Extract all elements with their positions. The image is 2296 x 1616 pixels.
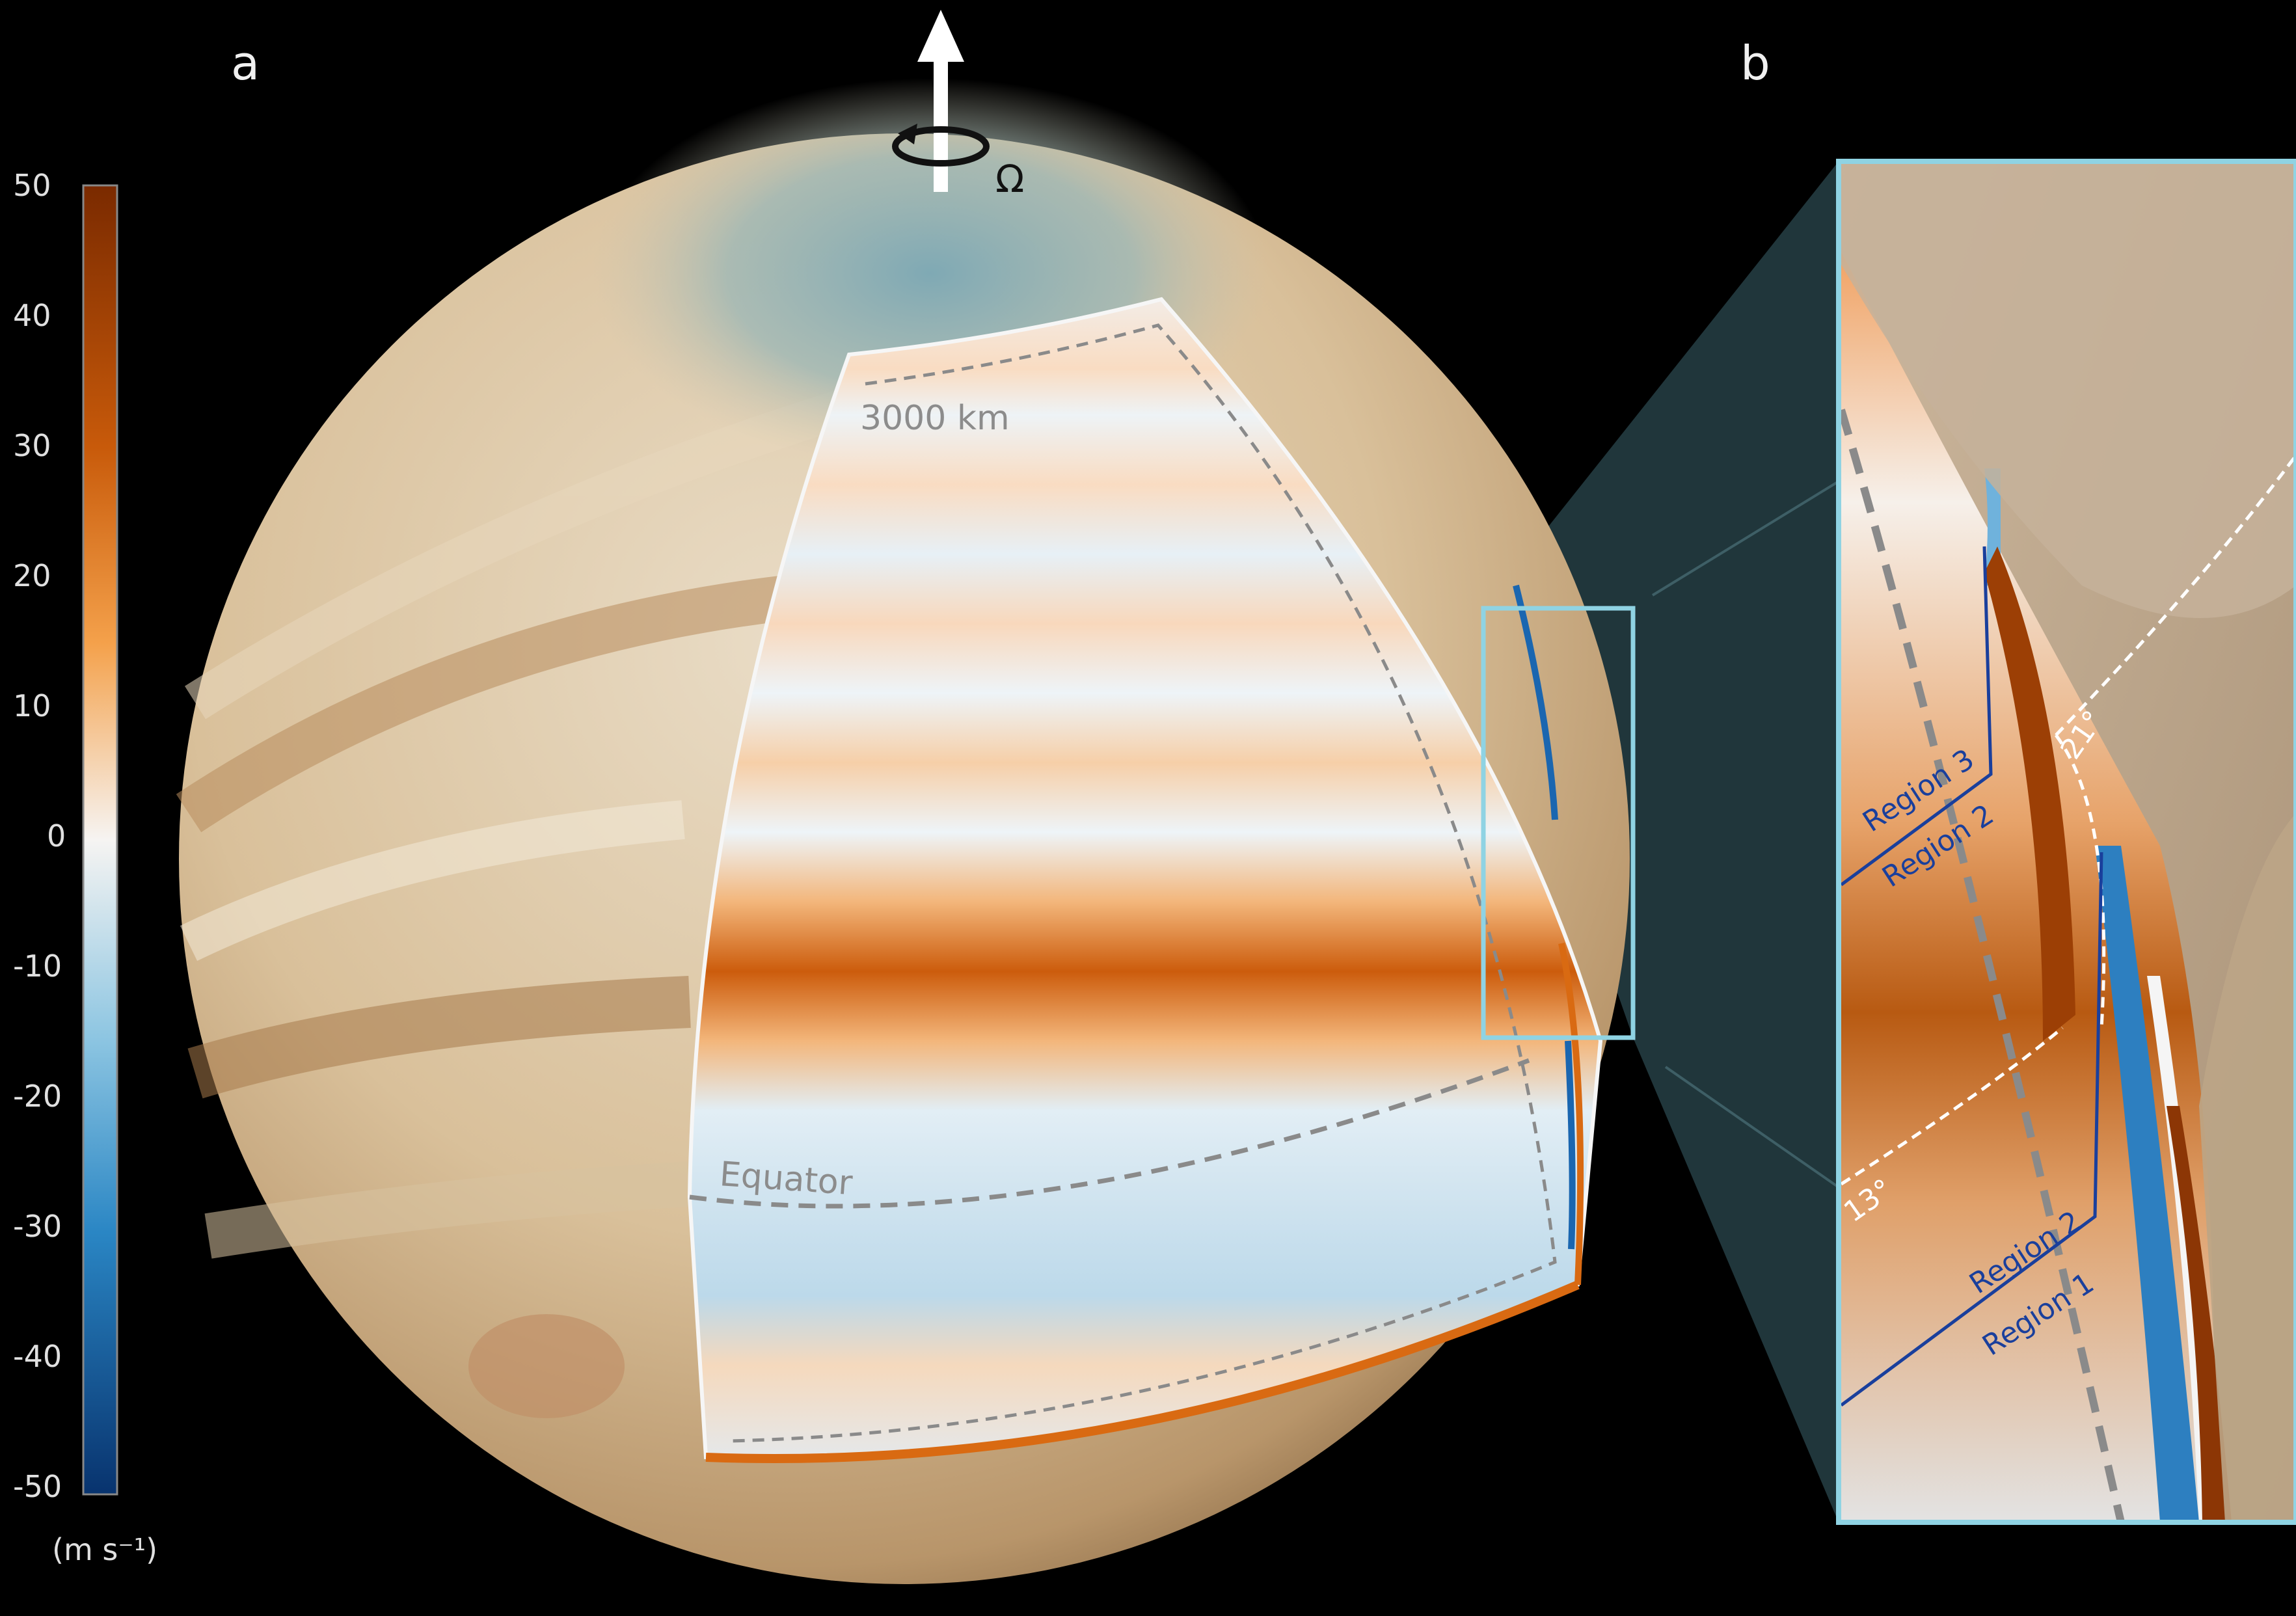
- colorbar-tick: 30: [13, 428, 51, 463]
- panel-label-b: b: [1740, 36, 1770, 90]
- colorbar-units: (m s⁻¹): [52, 1532, 158, 1567]
- colorbar-tick: 10: [13, 688, 51, 723]
- rotation-symbol: Ω: [995, 157, 1024, 201]
- colorbar-tick: 40: [13, 298, 51, 333]
- zoom-connector: [1483, 161, 1839, 1522]
- colorbar-tick: -10: [13, 949, 62, 984]
- colorbar-tick: 20: [13, 558, 51, 593]
- colorbar-tick: 0: [47, 818, 66, 854]
- panel-label-a: a: [231, 36, 260, 90]
- colorbar: [82, 184, 118, 1496]
- zoom-region-box: [1481, 606, 1636, 1040]
- inset-panel: [1839, 161, 2296, 1522]
- rotation-axis-arrow: [892, 10, 990, 192]
- colorbar-tick: -50: [13, 1469, 62, 1504]
- colorbar-tick: -30: [13, 1209, 62, 1244]
- region-boundaries: [1840, 546, 2103, 1407]
- colorbar-tick: 50: [13, 168, 51, 203]
- colorbar-tick: -20: [13, 1079, 62, 1114]
- depth-label: 3000 km: [860, 399, 1010, 438]
- colorbar-tick: -40: [13, 1339, 62, 1374]
- equator-label: Equator: [718, 1155, 854, 1203]
- equator-line: [689, 1058, 1530, 1209]
- inset-frame: [1836, 159, 2296, 1525]
- great-red-spot: [468, 1314, 625, 1418]
